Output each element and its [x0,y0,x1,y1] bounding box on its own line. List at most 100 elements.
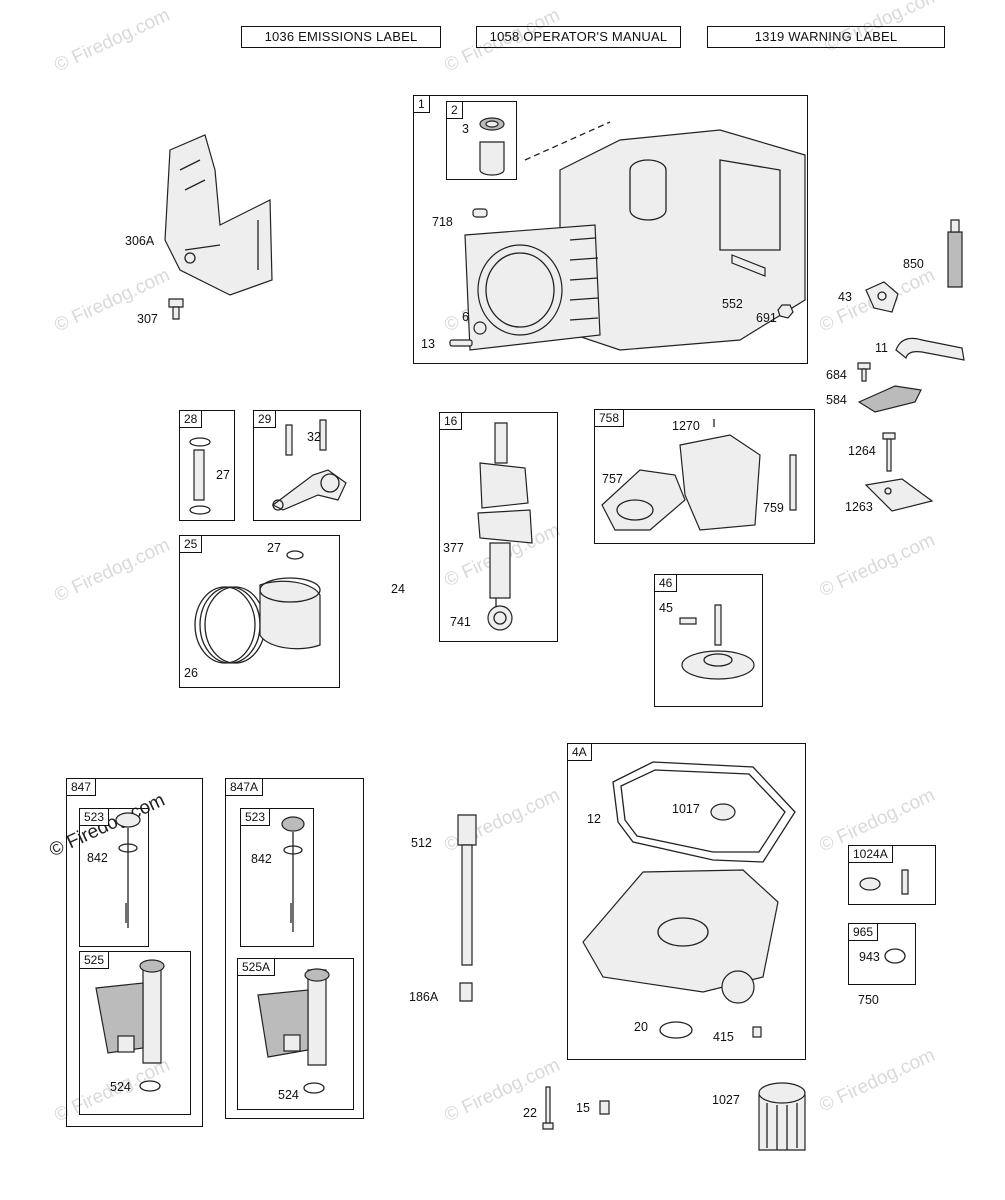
dipstick-523-box: 523 [79,808,149,947]
part-label: 718 [432,215,453,229]
part-label: 1263 [845,500,873,514]
part-label: 741 [450,615,471,629]
plug-15-drawing [599,1100,610,1115]
part-label: 43 [838,290,852,304]
part-label: 512 [411,836,432,850]
box-tag: 525 [79,951,110,969]
bracket-43-drawing [865,281,899,313]
part-label: 524 [110,1080,131,1094]
dipstick-847A-box: 847A [225,778,364,1119]
bolt-684-drawing [857,362,871,382]
part-label: 306A [125,234,155,248]
box-tag: 16 [439,412,463,430]
connecting-rod-drawing [271,419,347,511]
part-label: 691 [756,311,777,325]
part-label: 850 [903,257,924,271]
breather-box: 758 [594,409,815,544]
oil-filter-drawing [758,1082,806,1151]
watermark: © Firedog.com [51,264,174,337]
part-label: 943 [859,950,880,964]
dipstick-tube-drawing [95,959,165,1092]
box-tag: 1024A [848,845,893,863]
box-tag: 2 [446,101,463,119]
sump-box: 4A [567,743,806,1060]
breather-drawing [601,419,797,531]
part-label: 12 [587,812,601,826]
box-tag: 523 [240,808,271,826]
part-label: 842 [87,851,108,865]
dipstick-847-box: 847 [66,778,203,1127]
part-label: 842 [251,852,272,866]
part-label: 20 [634,1020,648,1034]
part-label: 3 [462,122,469,136]
part-label: 1264 [848,444,876,458]
part-label: 27 [267,541,281,555]
plate-584-drawing [857,385,922,413]
part-label: 27 [216,468,230,482]
part-label: 307 [137,312,158,326]
box-tag: 46 [654,574,678,592]
emissions-label-header: 1036 EMISSIONS LABEL [241,26,441,48]
sealant-tube-drawing [947,219,963,288]
box-tag: 25 [179,535,203,553]
part-label: 377 [443,541,464,555]
part-label: 15 [576,1101,590,1115]
camshaft-box: 46 [654,574,763,707]
box-tag: 29 [253,410,277,428]
part-label: 1270 [672,419,700,433]
watermark: © Firedog.com [816,529,939,602]
kit-965-drawing [884,948,906,964]
part-label: 584 [826,393,847,407]
part-label: 684 [826,368,847,382]
box-tag: 1 [413,95,430,113]
box-tag: 758 [594,409,625,427]
camshaft-drawing [679,604,755,680]
piston-drawing [194,550,321,664]
part-label: 759 [763,501,784,515]
part-label: 32 [307,430,321,444]
dipstick-tube-525A-box: 525A [237,958,354,1110]
dipstick-drawing [115,812,141,928]
part-label: 45 [659,601,673,615]
box-tag: 4A [567,743,592,761]
dipstick-tube-b-drawing [257,968,330,1094]
gasket-1263-drawing [864,478,934,512]
part-label: 26 [184,666,198,680]
dipstick-tube-525-box: 525 [79,951,191,1115]
part-label: 6 [462,310,469,324]
shroud-drawing [164,134,273,296]
kit-965-box: 965 [848,923,916,985]
kit-1024A-drawing [859,869,909,895]
watermark: © Firedog.com [816,1044,939,1117]
bolt-22-drawing [542,1086,554,1130]
watermark: © Firedog.com [51,4,174,77]
part-label: 757 [602,472,623,486]
crankshaft-drawing [477,422,533,631]
dipstick-b-drawing [281,816,305,932]
part-label: 552 [722,297,743,311]
box-tag: 525A [237,958,276,976]
cylinder-drawing [449,117,806,351]
wrist-pin-drawing [189,437,211,515]
box-tag: 965 [848,923,879,941]
part-label: 22 [523,1106,537,1120]
part-label: 750 [858,993,879,1007]
wrist-pin-box: 28 [179,410,235,521]
box-tag: 847 [66,778,97,796]
governor-shaft-drawing [457,814,477,1002]
warning-label-header: 1319 WARNING LABEL [707,26,945,48]
box-tag: 523 [79,808,110,826]
part-label: 24 [391,582,405,596]
piston-box: 25 [179,535,340,688]
cylinder-box: 1 [413,95,808,364]
crankshaft-box: 16 [439,412,558,642]
dipstick-523b-box: 523 [240,808,314,947]
operators-manual-header: 1058 OPERATOR'S MANUAL [476,26,681,48]
part-label: 524 [278,1088,299,1102]
connecting-rod-box: 29 [253,410,361,521]
watermark: © Firedog.com [51,534,174,607]
box-tag: 28 [179,410,203,428]
bolt-1264-drawing [882,432,896,472]
sleeve-box: 2 [446,101,517,180]
part-label: 186A [409,990,439,1004]
